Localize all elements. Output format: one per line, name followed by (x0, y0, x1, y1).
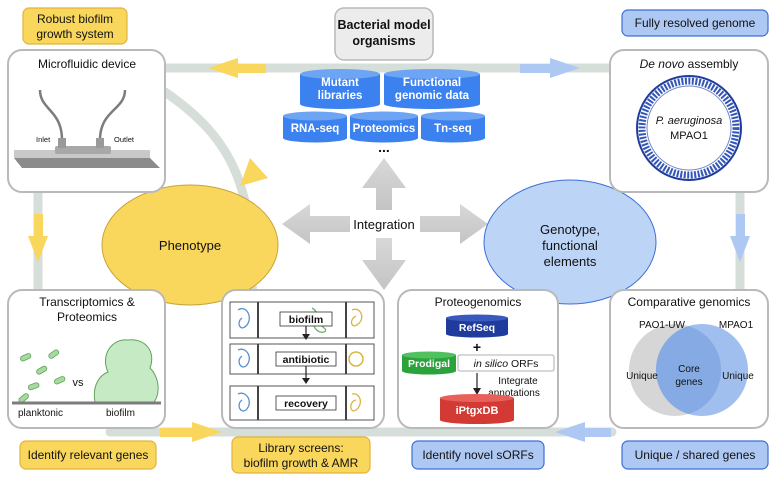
svg-text:Mutant: Mutant (321, 77, 359, 89)
db-iptgxdb: iPtgxDB (440, 394, 514, 424)
panel-library-screens: biofilm antibiotic recovery (221, 289, 385, 429)
microfluidic-device-illustration: Inlet Outlet (14, 89, 160, 168)
genotype-label-line1: Genotype, (540, 222, 600, 237)
plus-sign: + (473, 339, 481, 355)
db-prodigal: Prodigal (402, 351, 456, 375)
panel-microfluidic-device: Microfluidic device Inlet Outlet (7, 49, 166, 193)
unique-left-label: Unique (626, 371, 658, 382)
arrow-left-yellow (208, 58, 238, 78)
database-cylinders: Mutant libraries Functional genomic data… (283, 69, 485, 155)
species-label: P. aeruginosa (656, 115, 722, 127)
planktonic-label: planktonic (18, 408, 63, 419)
screen-channel-1: biofilm (229, 301, 375, 339)
label-unique-shared-genes: Unique / shared genes (621, 440, 769, 470)
svg-text:RefSeq: RefSeq (459, 322, 495, 334)
inlet-label: Inlet (36, 135, 51, 144)
arrow-right-blue (550, 58, 580, 78)
genome-circle-ring (638, 77, 740, 179)
phenotype-label: Phenotype (159, 238, 221, 253)
svg-text:Tn-seq: Tn-seq (434, 123, 472, 135)
screen-channel-2: antibiotic (229, 343, 375, 375)
core-label-line2: genes (675, 377, 702, 388)
comparative-title: Comparative genomics (628, 295, 751, 309)
panel-transcriptomics-proteomics: Transcriptomics & Proteomics vs plankton… (7, 289, 166, 429)
genotype-label-line3: elements (544, 254, 597, 269)
svg-text:Prodigal: Prodigal (408, 358, 450, 370)
svg-text:growth system: growth system (36, 27, 113, 41)
integration-cross-arrow (282, 158, 488, 290)
db-refseq: RefSeq (446, 314, 508, 338)
venn-left-label: PAO1-UW (639, 320, 685, 331)
svg-text:Identify novel sORFs: Identify novel sORFs (422, 448, 533, 462)
proteogenomics-title: Proteogenomics (435, 295, 522, 309)
bacterial-models-block: Bacterial model organisms (334, 7, 434, 61)
svg-text:Fully resolved genome: Fully resolved genome (635, 16, 756, 30)
transcriptomics-title-line1: Transcriptomics & (39, 295, 135, 309)
label-fully-resolved-genome: Fully resolved genome (621, 9, 769, 37)
panel-proteogenomics: Proteogenomics RefSeq + Prodigal in sili… (397, 289, 559, 429)
svg-text:biofilm growth & AMR: biofilm growth & AMR (244, 456, 359, 470)
svg-text:RNA-seq: RNA-seq (291, 123, 340, 135)
phenotype-oval (101, 184, 279, 306)
step-antibiotic: antibiotic (283, 354, 330, 366)
integrate-label-line1: Integrate (498, 376, 538, 387)
screen-channel-3: recovery (229, 385, 375, 421)
db-ellipsis: ... (378, 139, 390, 155)
unique-right-label: Unique (722, 371, 754, 382)
db-mutant-libraries: Mutant libraries (300, 69, 380, 109)
insilico-orfs-box: in silico ORFs (457, 354, 555, 372)
vs-label: vs (73, 377, 85, 389)
outlet-label: Outlet (114, 135, 135, 144)
panel-comparative-genomics: Comparative genomics PAO1-UW MPAO1 Uniqu… (609, 289, 769, 429)
microfluidic-title: Microfluidic device (38, 57, 136, 71)
genome-circle-outer (636, 75, 742, 181)
label-library-screens: Library screens: biofilm growth & AMR (231, 436, 371, 474)
db-proteomics: Proteomics (350, 111, 418, 143)
label-robust-biofilm: Robust biofilm growth system (22, 7, 128, 45)
arrow-up-yellow-curve (240, 158, 268, 186)
biofilm-blob-illustration (93, 339, 159, 403)
arrow-down-blue (730, 236, 750, 262)
svg-text:genomic data: genomic data (395, 90, 470, 102)
step-recovery: recovery (284, 398, 328, 410)
svg-text:libraries: libraries (318, 90, 363, 102)
svg-text:Library screens:: Library screens: (258, 441, 343, 455)
svg-text:Functional: Functional (403, 77, 461, 89)
arrow-left-blue (555, 422, 585, 442)
biofilm-label: biofilm (106, 408, 135, 419)
label-identify-novel-sorfs: Identify novel sORFs (411, 440, 545, 470)
strain-label: MPAO1 (670, 130, 708, 142)
svg-text:Robust biofilm: Robust biofilm (37, 12, 113, 26)
cycle-arrows (28, 58, 750, 442)
svg-text:iPtgxDB: iPtgxDB (456, 405, 499, 417)
genotype-label-line2: functional (542, 238, 598, 253)
svg-text:Unique / shared genes: Unique / shared genes (635, 448, 756, 462)
arrow-right-yellow (192, 422, 222, 442)
svg-text:in silico ORFs: in silico ORFs (474, 358, 539, 370)
transcriptomics-title-line2: Proteomics (57, 310, 117, 324)
core-label-line1: Core (678, 364, 700, 375)
panel-de-novo-assembly: De novo assembly P. aeruginosa MPAO1 (609, 49, 769, 193)
integration-label: Integration (353, 217, 414, 232)
models-title-line1: Bacterial model (337, 18, 430, 32)
venn-right-label: MPAO1 (719, 320, 754, 331)
db-tn-seq: Tn-seq (421, 111, 485, 143)
denovo-title: De novo assembly (640, 57, 739, 71)
label-identify-relevant-genes: Identify relevant genes (19, 440, 157, 470)
genotype-oval (483, 179, 657, 305)
db-rna-seq: RNA-seq (283, 111, 347, 143)
step-biofilm: biofilm (289, 314, 323, 326)
db-functional-genomic-data: Functional genomic data (384, 69, 480, 109)
arrow-down-yellow (28, 236, 48, 262)
svg-text:Identify relevant genes: Identify relevant genes (28, 448, 149, 462)
models-title-line2: organisms (352, 34, 415, 48)
svg-text:Proteomics: Proteomics (353, 123, 416, 135)
integrate-label-line2: annotations (488, 388, 540, 399)
